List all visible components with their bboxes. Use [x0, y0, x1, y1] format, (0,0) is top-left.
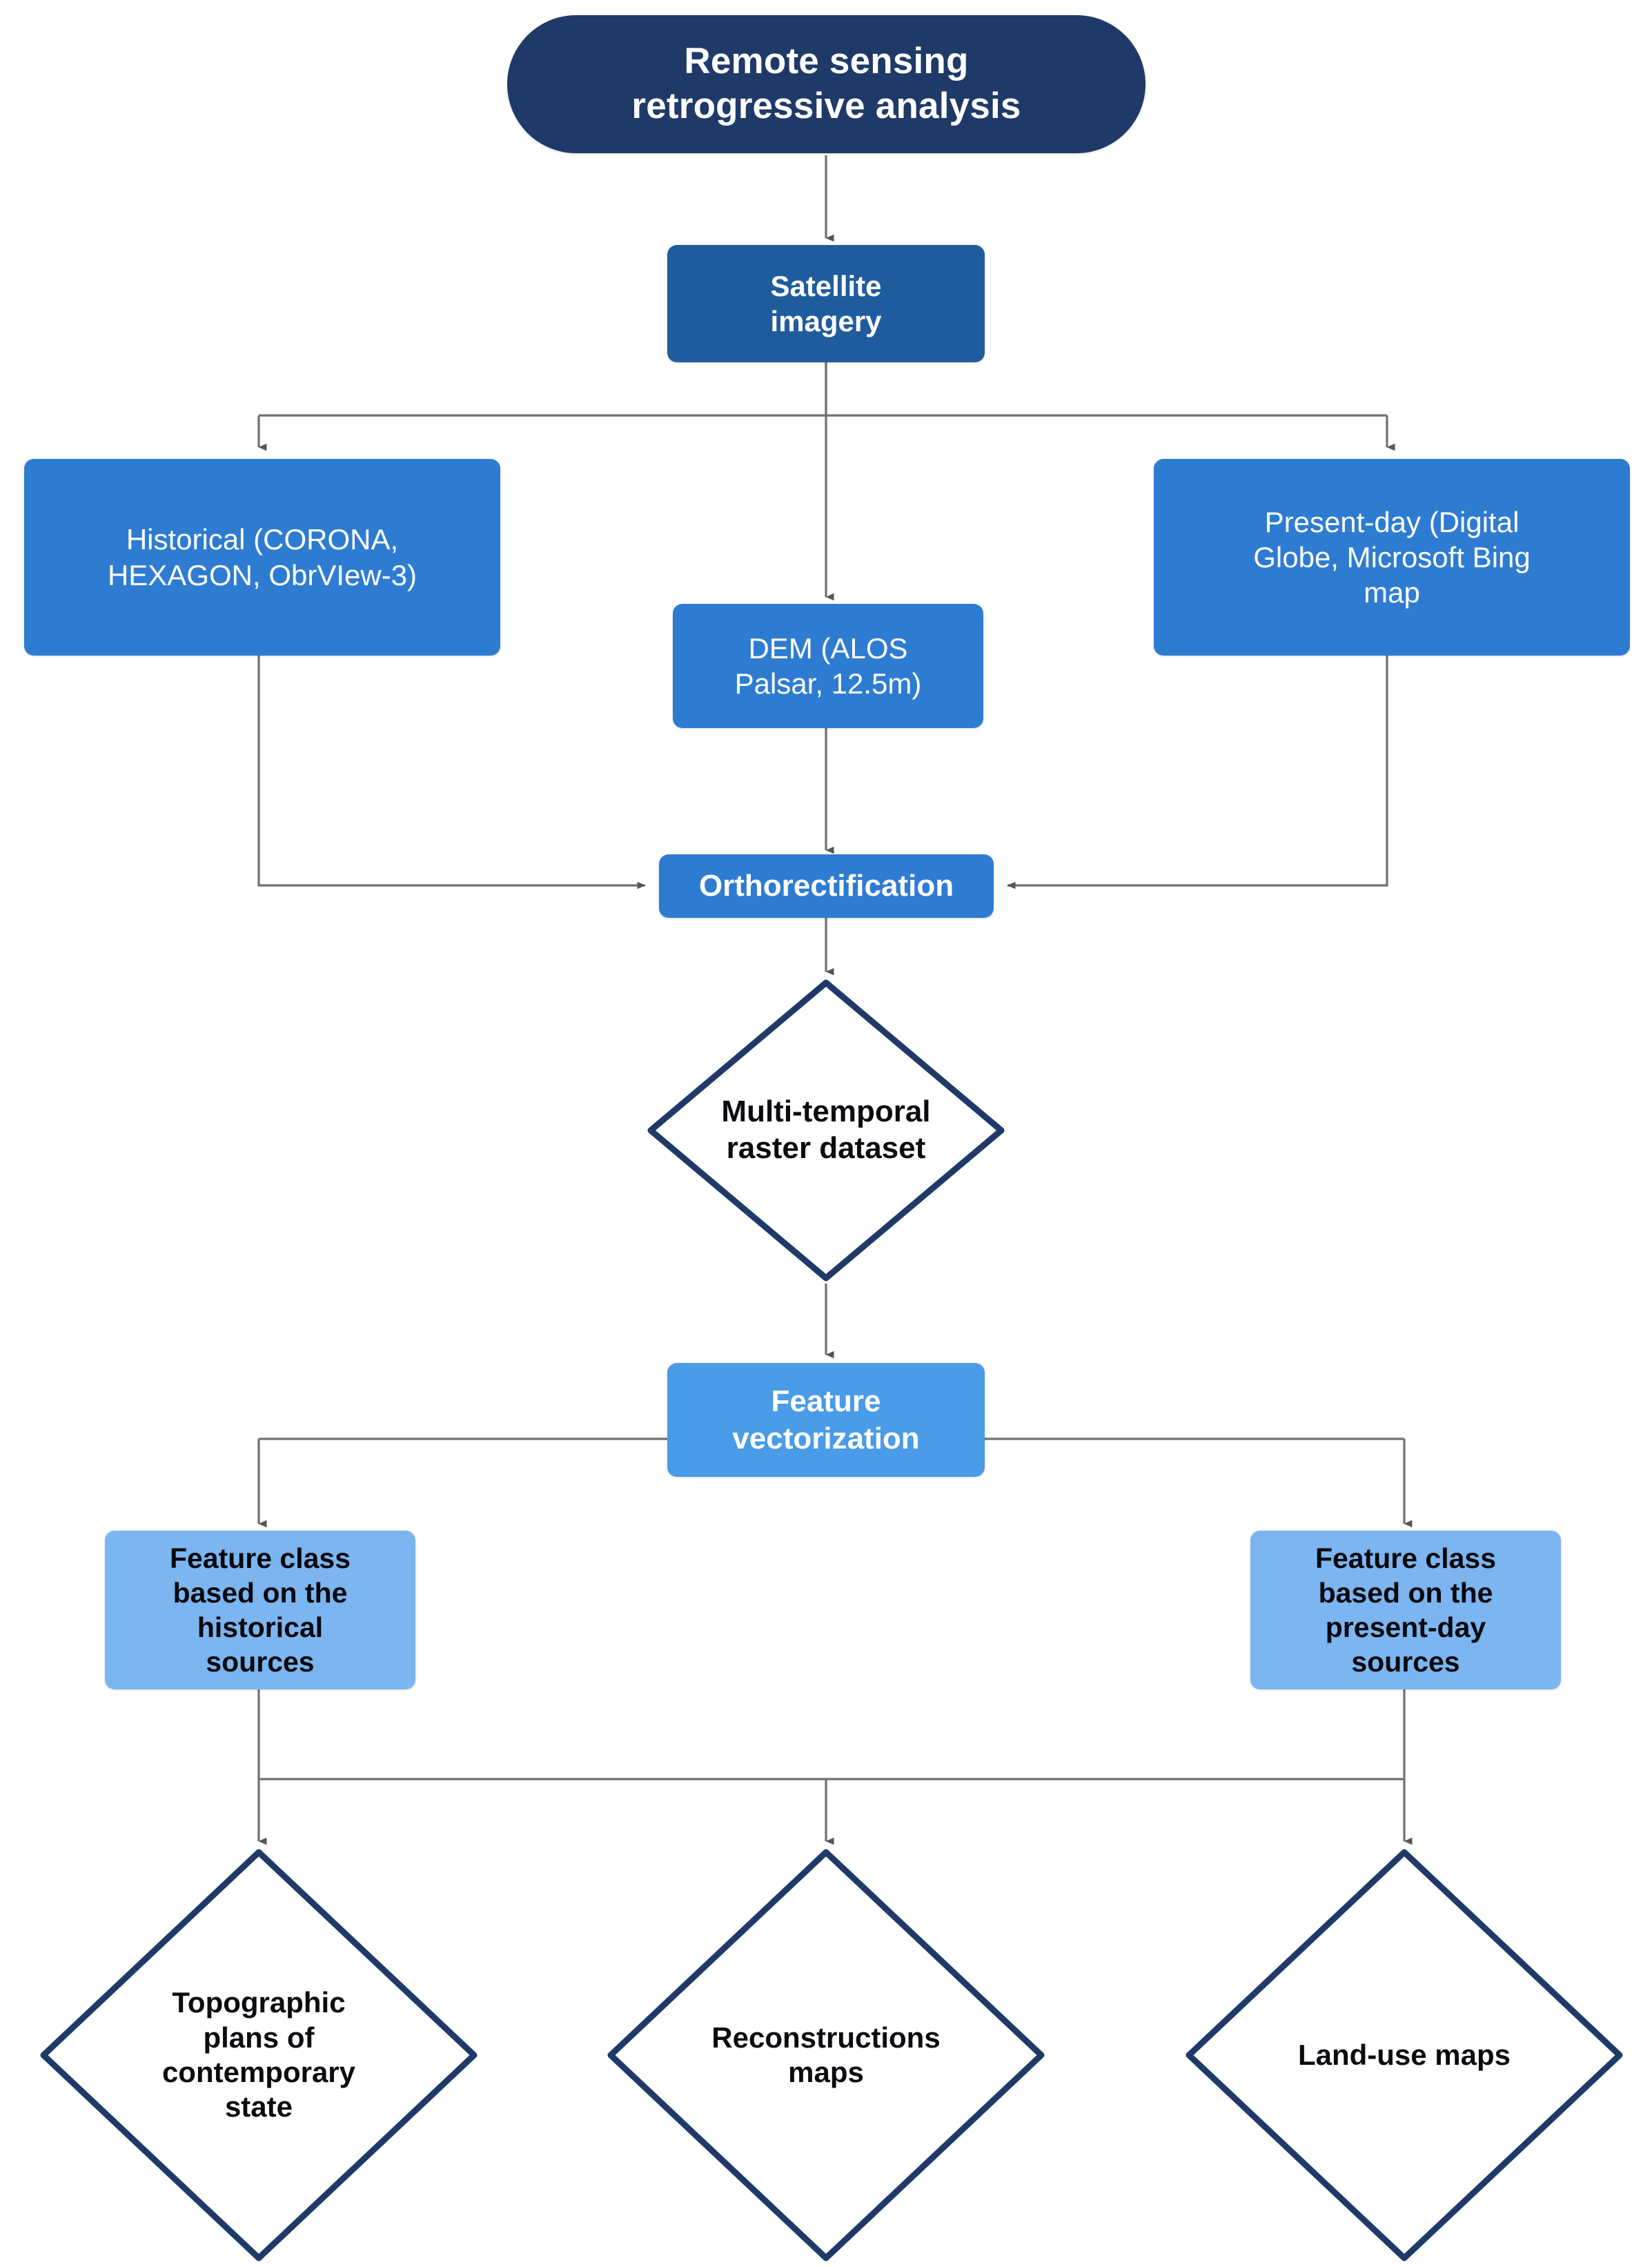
node-feature-class-historical-label: Feature class based on the historical so…: [169, 1542, 351, 1678]
node-multi-temporal-raster-dataset: Multi-temporal raster dataset: [647, 979, 1005, 1282]
node-satellite-imagery-label: Satellite imagery: [770, 269, 882, 337]
node-multi-temporal-raster-dataset-label: Multi-temporal raster dataset: [721, 1095, 931, 1165]
node-reconstructions-maps-label: Reconstructions maps: [711, 2021, 941, 2088]
node-dem-label: DEM (ALOS Palsar, 12.5m): [734, 631, 922, 700]
node-feature-class-present: Feature class based on the present-day s…: [1250, 1531, 1561, 1689]
diamond-shape: [607, 1849, 1045, 2261]
node-feature-vectorization: Feature vectorization: [667, 1363, 985, 1477]
node-reconstructions-maps: Reconstructions maps: [607, 1848, 1045, 2262]
diamond-shape: [647, 979, 1005, 1282]
node-present-day: Present-day (Digital Globe, Microsoft Bi…: [1154, 459, 1630, 656]
node-orthorectification-label: Orthorectification: [698, 869, 954, 903]
edge-presentday-to-ortho: [1007, 656, 1388, 890]
node-land-use-maps-label: Land-use maps: [1297, 2038, 1511, 2071]
node-present-day-label: Present-day (Digital Globe, Microsoft Bi…: [1253, 505, 1531, 609]
node-topographic-plans: Topographic plans of contemporary state: [39, 1848, 478, 2262]
node-orthorectification: Orthorectification: [659, 854, 994, 918]
edge-historical-to-ortho: [257, 656, 646, 890]
node-feature-class-historical: Feature class based on the historical so…: [105, 1531, 415, 1689]
node-historical-label: Historical (CORONA, HEXAGON, ObrVIew-3): [107, 523, 417, 591]
diamond-shape: [1186, 1849, 1623, 2261]
node-satellite-imagery: Satellite imagery: [667, 245, 985, 362]
node-historical: Historical (CORONA, HEXAGON, ObrVIew-3): [24, 459, 500, 656]
node-topographic-plans-label: Topographic plans of contemporary state: [161, 1986, 356, 2123]
node-land-use-maps: Land-use maps: [1185, 1848, 1624, 2262]
node-title: Remote sensing retrogressive analysis: [507, 15, 1145, 153]
node-feature-vectorization-label: Feature vectorization: [732, 1384, 920, 1455]
node-title-label: Remote sensing retrogressive analysis: [631, 41, 1021, 126]
diamond-shape: [40, 1849, 478, 2261]
node-feature-class-present-label: Feature class based on the present-day s…: [1315, 1542, 1497, 1678]
node-dem: DEM (ALOS Palsar, 12.5m): [673, 604, 983, 728]
